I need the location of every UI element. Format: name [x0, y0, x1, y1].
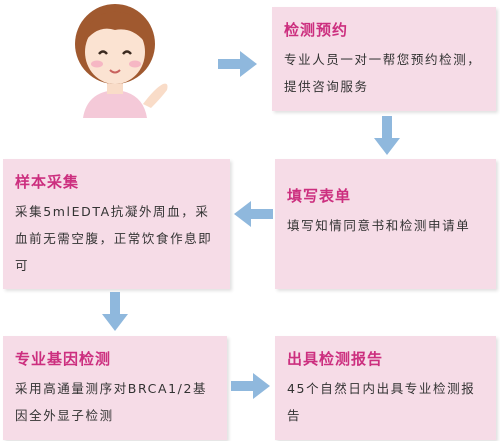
- step-sample: 样本采集 采集5mlEDTA抗凝外周血，采血前无需空腹，正常饮食作息即可: [3, 159, 230, 289]
- step-testing-desc: 采用高通量测序对BRCA1/2基因全外显子检测: [15, 381, 208, 423]
- arrow-left-icon: [234, 201, 273, 227]
- step-booking: 检测预约 专业人员一对一帮您预约检测，提供咨询服务: [272, 7, 496, 111]
- step-booking-title: 检测预约: [284, 21, 349, 39]
- step-sample-title: 样本采集: [15, 173, 80, 191]
- step-form: 填写表单 填写知情同意书和检测申请单: [275, 159, 496, 289]
- arrow-right-icon: [218, 51, 257, 77]
- step-booking-desc: 专业人员一对一帮您预约检测，提供咨询服务: [284, 52, 482, 94]
- step-form-desc: 填写知情同意书和检测申请单: [287, 218, 471, 233]
- arrow-down-icon: [374, 116, 400, 155]
- step-report-desc: 45个自然日内出具专业检测报告: [287, 381, 476, 423]
- step-sample-desc: 采集5mlEDTA抗凝外周血，采血前无需空腹，正常饮食作息即可: [15, 204, 213, 273]
- arrow-right-icon: [231, 373, 270, 399]
- step-testing: 专业基因检测 采用高通量测序对BRCA1/2基因全外显子检测: [3, 336, 227, 440]
- woman-pointing-icon: [75, 4, 168, 118]
- step-testing-title: 专业基因检测: [15, 350, 112, 368]
- arrow-down-icon: [102, 292, 128, 331]
- step-report-title: 出具检测报告: [287, 350, 384, 368]
- step-form-title: 填写表单: [287, 187, 352, 205]
- step-report: 出具检测报告 45个自然日内出具专业检测报告: [275, 336, 496, 440]
